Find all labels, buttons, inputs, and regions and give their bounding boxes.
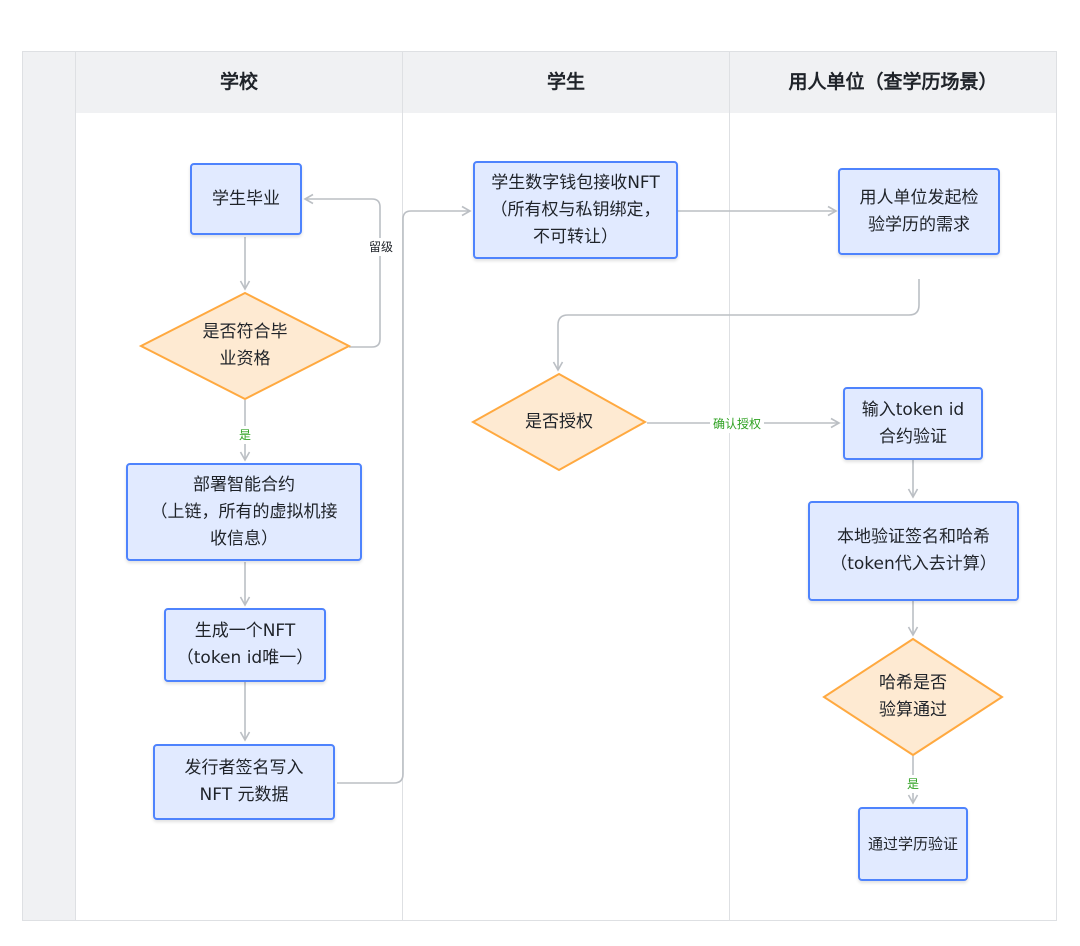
lane-divider [75, 51, 76, 921]
row-header-band [22, 51, 75, 921]
edge-label-confirm: 确认授权 [710, 415, 765, 433]
node-qualify-label: 是否符合毕 业资格 [202, 322, 288, 369]
edge-qualify-repeat[interactable] [303, 193, 381, 348]
node-wallet-label: 学生数字钱包接收NFT （所有权与私钥绑定， 不可转让） [490, 172, 661, 247]
lane-divider [729, 51, 730, 921]
edge-sign-to-wallet[interactable] [337, 205, 472, 784]
edge-label-repeat: 留级 [366, 238, 397, 256]
node-authorize-label: 是否授权 [525, 411, 593, 432]
node-input-token[interactable]: 输入token id 合约验证 [843, 387, 983, 460]
node-pass-verify[interactable]: 通过学历验证 [858, 807, 968, 881]
edge-label-yes: 是 [236, 426, 255, 444]
node-employer-label: 用人单位发起检 验学历的需求 [859, 187, 979, 235]
node-hash-label: 哈希是否 验算通过 [879, 673, 947, 720]
node-hash-decision[interactable]: 哈希是否 验算通过 [822, 637, 1004, 757]
lane-title-school[interactable]: 学校 [219, 71, 258, 93]
diamond-shape [470, 372, 648, 472]
edge-employer-to-authorize[interactable] [552, 279, 920, 372]
node-student-wallet[interactable]: 学生数字钱包接收NFT （所有权与私钥绑定， 不可转让） [473, 161, 678, 259]
lane-title-student[interactable]: 学生 [546, 71, 585, 93]
node-pass-label: 通过学历验证 [867, 834, 958, 853]
node-local-label: 本地验证签名和哈希 （token代入去计算） [830, 527, 997, 574]
header-band [22, 51, 1057, 113]
edge-label-yes: 是 [904, 775, 923, 793]
node-generate-nft[interactable]: 生成一个NFT （token id唯一） [164, 608, 326, 682]
node-authorize-decision[interactable]: 是否授权 [470, 372, 648, 472]
node-sign-label: 发行者签名写入 NFT 元数据 [184, 758, 304, 805]
node-issuer-sign[interactable]: 发行者签名写入 NFT 元数据 [153, 744, 335, 820]
board-border [22, 51, 1057, 921]
node-employer-request[interactable]: 用人单位发起检 验学历的需求 [838, 168, 1000, 255]
node-generate-label: 生成一个NFT （token id唯一） [176, 621, 314, 668]
node-deploy-label: 部署智能合约 （上链，所有的虚拟机接 收信息） [150, 474, 338, 549]
diamond-shape [138, 291, 352, 401]
node-deploy-contract[interactable]: 部署智能合约 （上链，所有的虚拟机接 收信息） [126, 463, 362, 561]
node-input-label: 输入token id 合约验证 [861, 399, 965, 447]
node-qualify-decision[interactable]: 是否符合毕 业资格 [138, 291, 352, 401]
node-graduate[interactable]: 学生毕业 [190, 163, 302, 235]
diamond-shape [822, 637, 1004, 757]
node-graduate-label: 学生毕业 [212, 188, 280, 209]
lane-title-employer[interactable]: 用人单位（查学历场景） [788, 71, 998, 93]
node-local-verify[interactable]: 本地验证签名和哈希 （token代入去计算） [808, 501, 1019, 601]
